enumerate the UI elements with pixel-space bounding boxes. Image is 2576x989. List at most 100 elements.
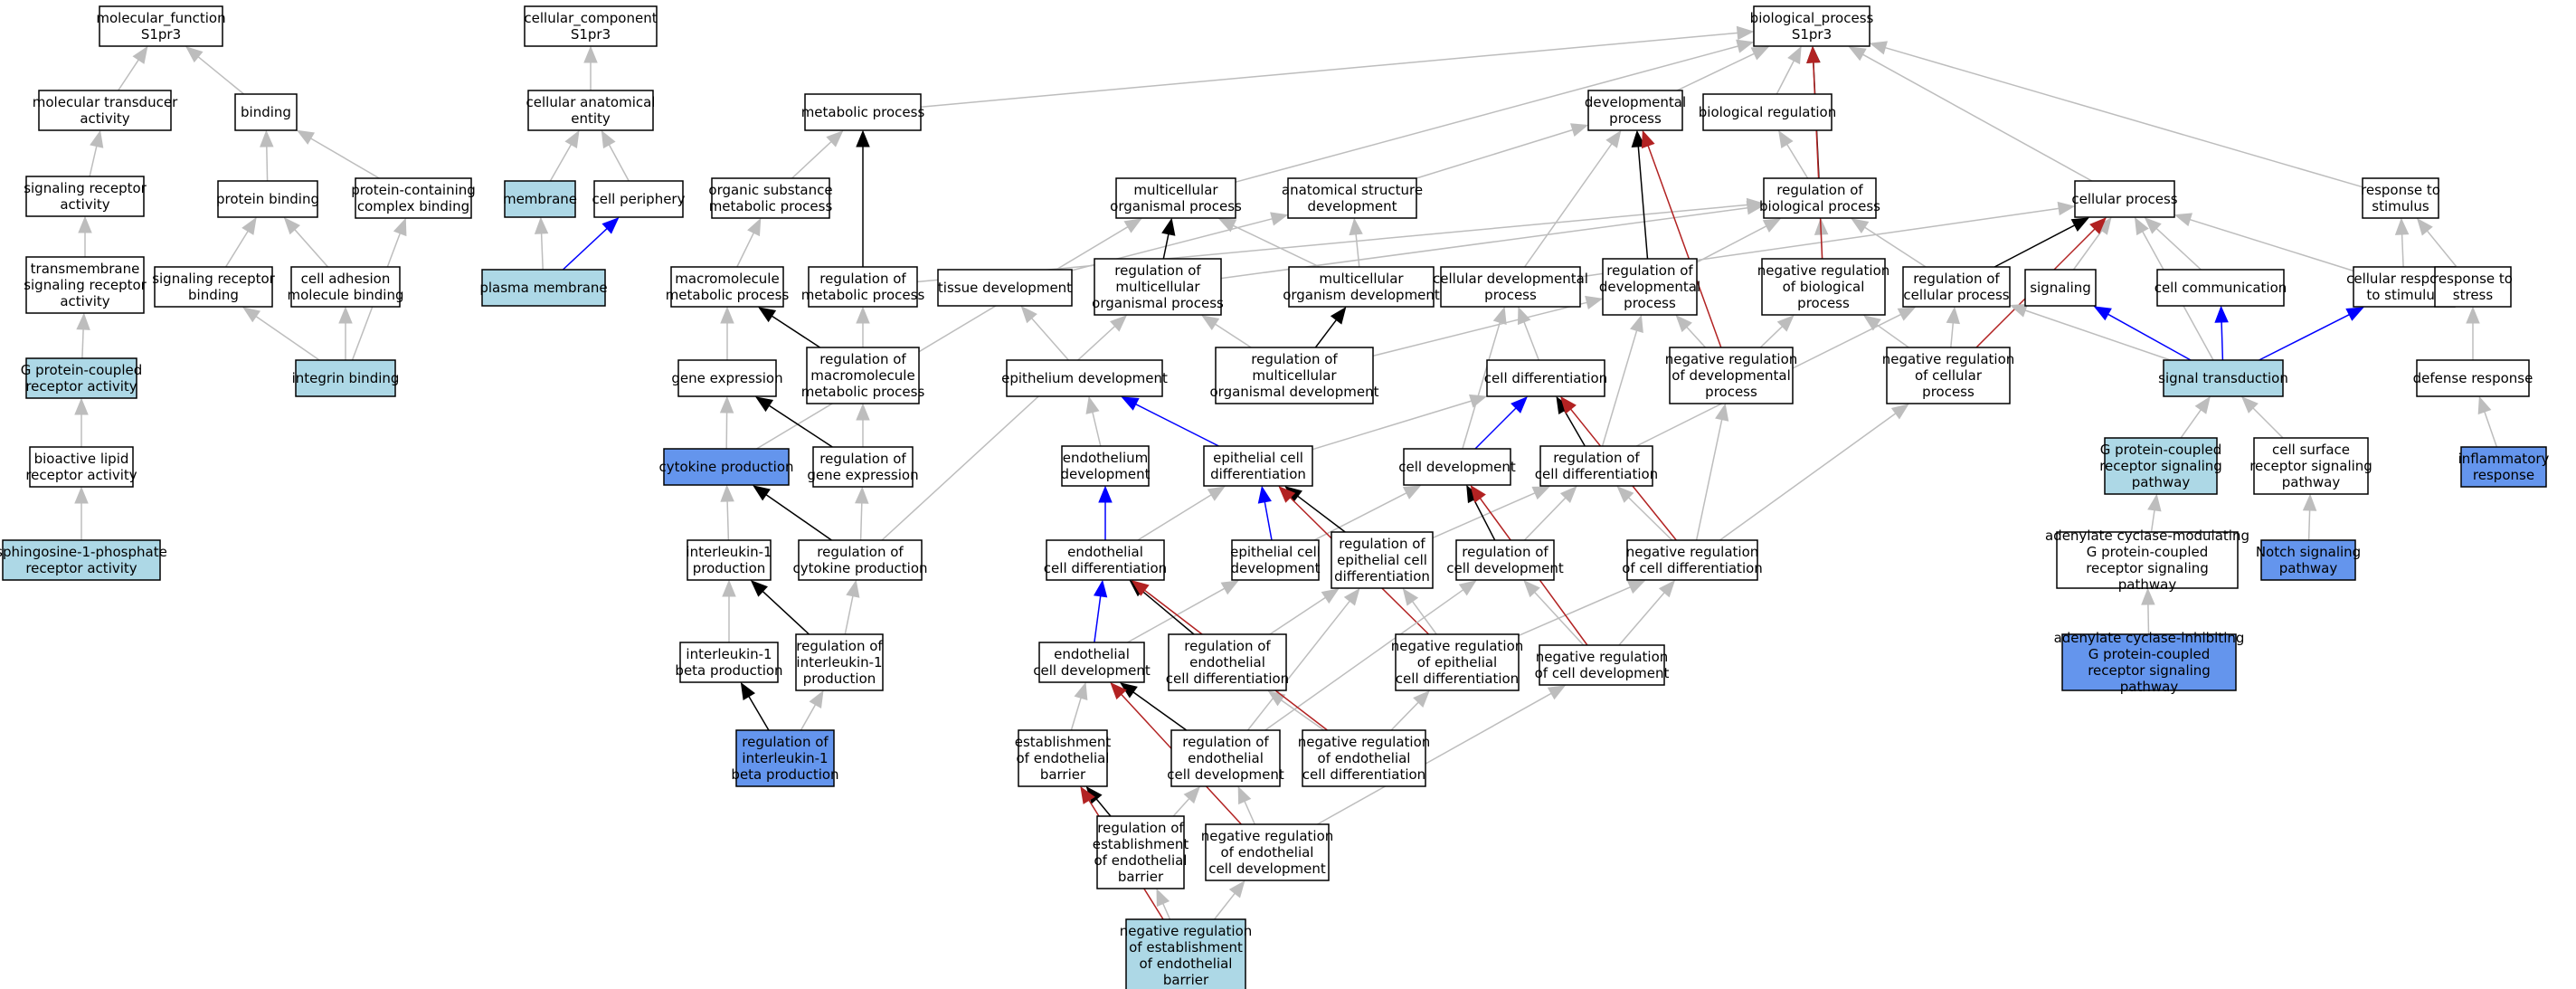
go-term-label-line: epithelial cell	[1213, 450, 1303, 466]
go-term-box	[38, 90, 172, 131]
go-term-label-line: macromolecule	[810, 367, 914, 384]
go-term-label-line: G protein-coupled	[2087, 544, 2209, 560]
go-term-label-line: negative regulation	[1626, 544, 1759, 560]
edge-is-a	[2394, 217, 2410, 268]
go-term-label-line: integrin binding	[292, 370, 400, 386]
edge-line	[1281, 699, 1325, 731]
edge-is-a	[1676, 46, 1769, 91]
edge-is-a	[756, 218, 1142, 450]
go-term-label-line: process	[1797, 295, 1850, 311]
edge-is-a	[736, 217, 762, 268]
go-term-label-line: cell development	[1208, 861, 1326, 877]
go-term-label-line: bioactive lipid	[34, 451, 129, 467]
edge-arrowhead	[601, 129, 616, 149]
go-term-box	[2416, 359, 2530, 397]
go-term-label-line: interleukin-1	[742, 750, 828, 766]
edge-positively-regulates	[1257, 485, 1273, 541]
go-term-box	[1288, 266, 1435, 308]
go-term-label-line: G protein-coupled	[21, 362, 143, 378]
edge-arrowhead	[393, 217, 407, 237]
edge-is-a	[1085, 395, 1102, 447]
go-term-box	[1168, 633, 1287, 691]
edge-regulates	[1994, 217, 2089, 268]
edge-arrowhead	[260, 129, 274, 147]
edge-arrowhead	[1220, 580, 1239, 595]
go-term-label-line: activity	[80, 110, 129, 127]
go-term-label-line: cell differentiation	[1166, 670, 1289, 687]
go-term-box	[1331, 531, 1434, 589]
go-term-label-line: production	[693, 560, 766, 576]
go-term-box	[663, 448, 790, 486]
edge-arrowhead	[2394, 217, 2410, 235]
go-term-node: membrane	[503, 180, 577, 218]
edge-line	[1244, 801, 1255, 825]
go-term-box	[2056, 531, 2239, 589]
go-term-label-line: of cell development	[1535, 665, 1670, 681]
edge-line	[266, 146, 269, 182]
edge-arrowhead	[564, 129, 580, 148]
edge-arrowhead	[1492, 306, 1507, 325]
edge-arrowhead	[1675, 315, 1692, 333]
edge-line	[2259, 314, 2350, 361]
go-term-label-line: Notch signaling	[2256, 544, 2361, 560]
go-term-box	[798, 539, 923, 581]
go-term-label-line: metabolic process	[709, 198, 833, 214]
edge-arrowhead	[719, 395, 734, 414]
go-term-box	[290, 266, 401, 308]
go-term-node: plasma membrane	[479, 269, 608, 307]
edge-line	[726, 500, 730, 541]
edge-arrowhead	[1715, 403, 1729, 422]
go-term-label-line: metabolic process	[801, 287, 925, 303]
edge-arrowhead	[601, 217, 620, 234]
edge-line	[1317, 692, 1552, 825]
go-term-label-line: regulation of	[742, 734, 829, 750]
edge-line	[1523, 321, 1539, 361]
go-term-label-line: molecular transducer	[33, 94, 178, 110]
edge-arrowhead	[1228, 880, 1245, 899]
go-term-label-line: membrane	[503, 191, 577, 207]
edge-line	[1162, 903, 1171, 920]
edge-arrowhead	[338, 306, 353, 324]
go-term-label-line: protein-containing	[351, 182, 476, 198]
edge-line	[1696, 225, 1767, 263]
go-term-label-line: regulation of	[817, 544, 904, 560]
edge-is-a	[1070, 681, 1088, 731]
edge-is-a	[2009, 303, 2171, 361]
edge-line	[1950, 322, 1955, 348]
edge-arrowhead	[1736, 39, 1755, 53]
edge-line	[608, 144, 630, 182]
edge-is-a	[800, 689, 824, 731]
go-term-label-line: development	[1308, 198, 1397, 214]
go-term-box	[808, 266, 918, 308]
edge-line	[2307, 509, 2311, 541]
edge-arrowhead	[1098, 485, 1113, 503]
edge-is-a	[2144, 217, 2202, 271]
go-term-box	[355, 177, 472, 219]
go-term-label-line: gene expression	[671, 370, 782, 386]
go-term-label-line: negative regulation	[1882, 351, 2015, 367]
edge-line	[1474, 407, 1517, 450]
go-term-label-line: cell development	[1033, 662, 1151, 679]
edge-is-a	[1201, 315, 1252, 348]
edge-arrowhead	[1330, 306, 1347, 325]
edge-positively-regulates	[2214, 305, 2229, 361]
go-term-label-line: anatomical structure	[1282, 182, 1423, 198]
go-term-box	[937, 269, 1073, 307]
go-term-label-line: regulation of	[1913, 271, 2000, 287]
edge-arrowhead	[1559, 486, 1577, 503]
edge-line	[1094, 595, 1102, 643]
go-term-label-line: cellular response	[2346, 271, 2462, 287]
go-term-box	[1539, 445, 1653, 487]
edge-arrowhead	[1402, 587, 1419, 606]
